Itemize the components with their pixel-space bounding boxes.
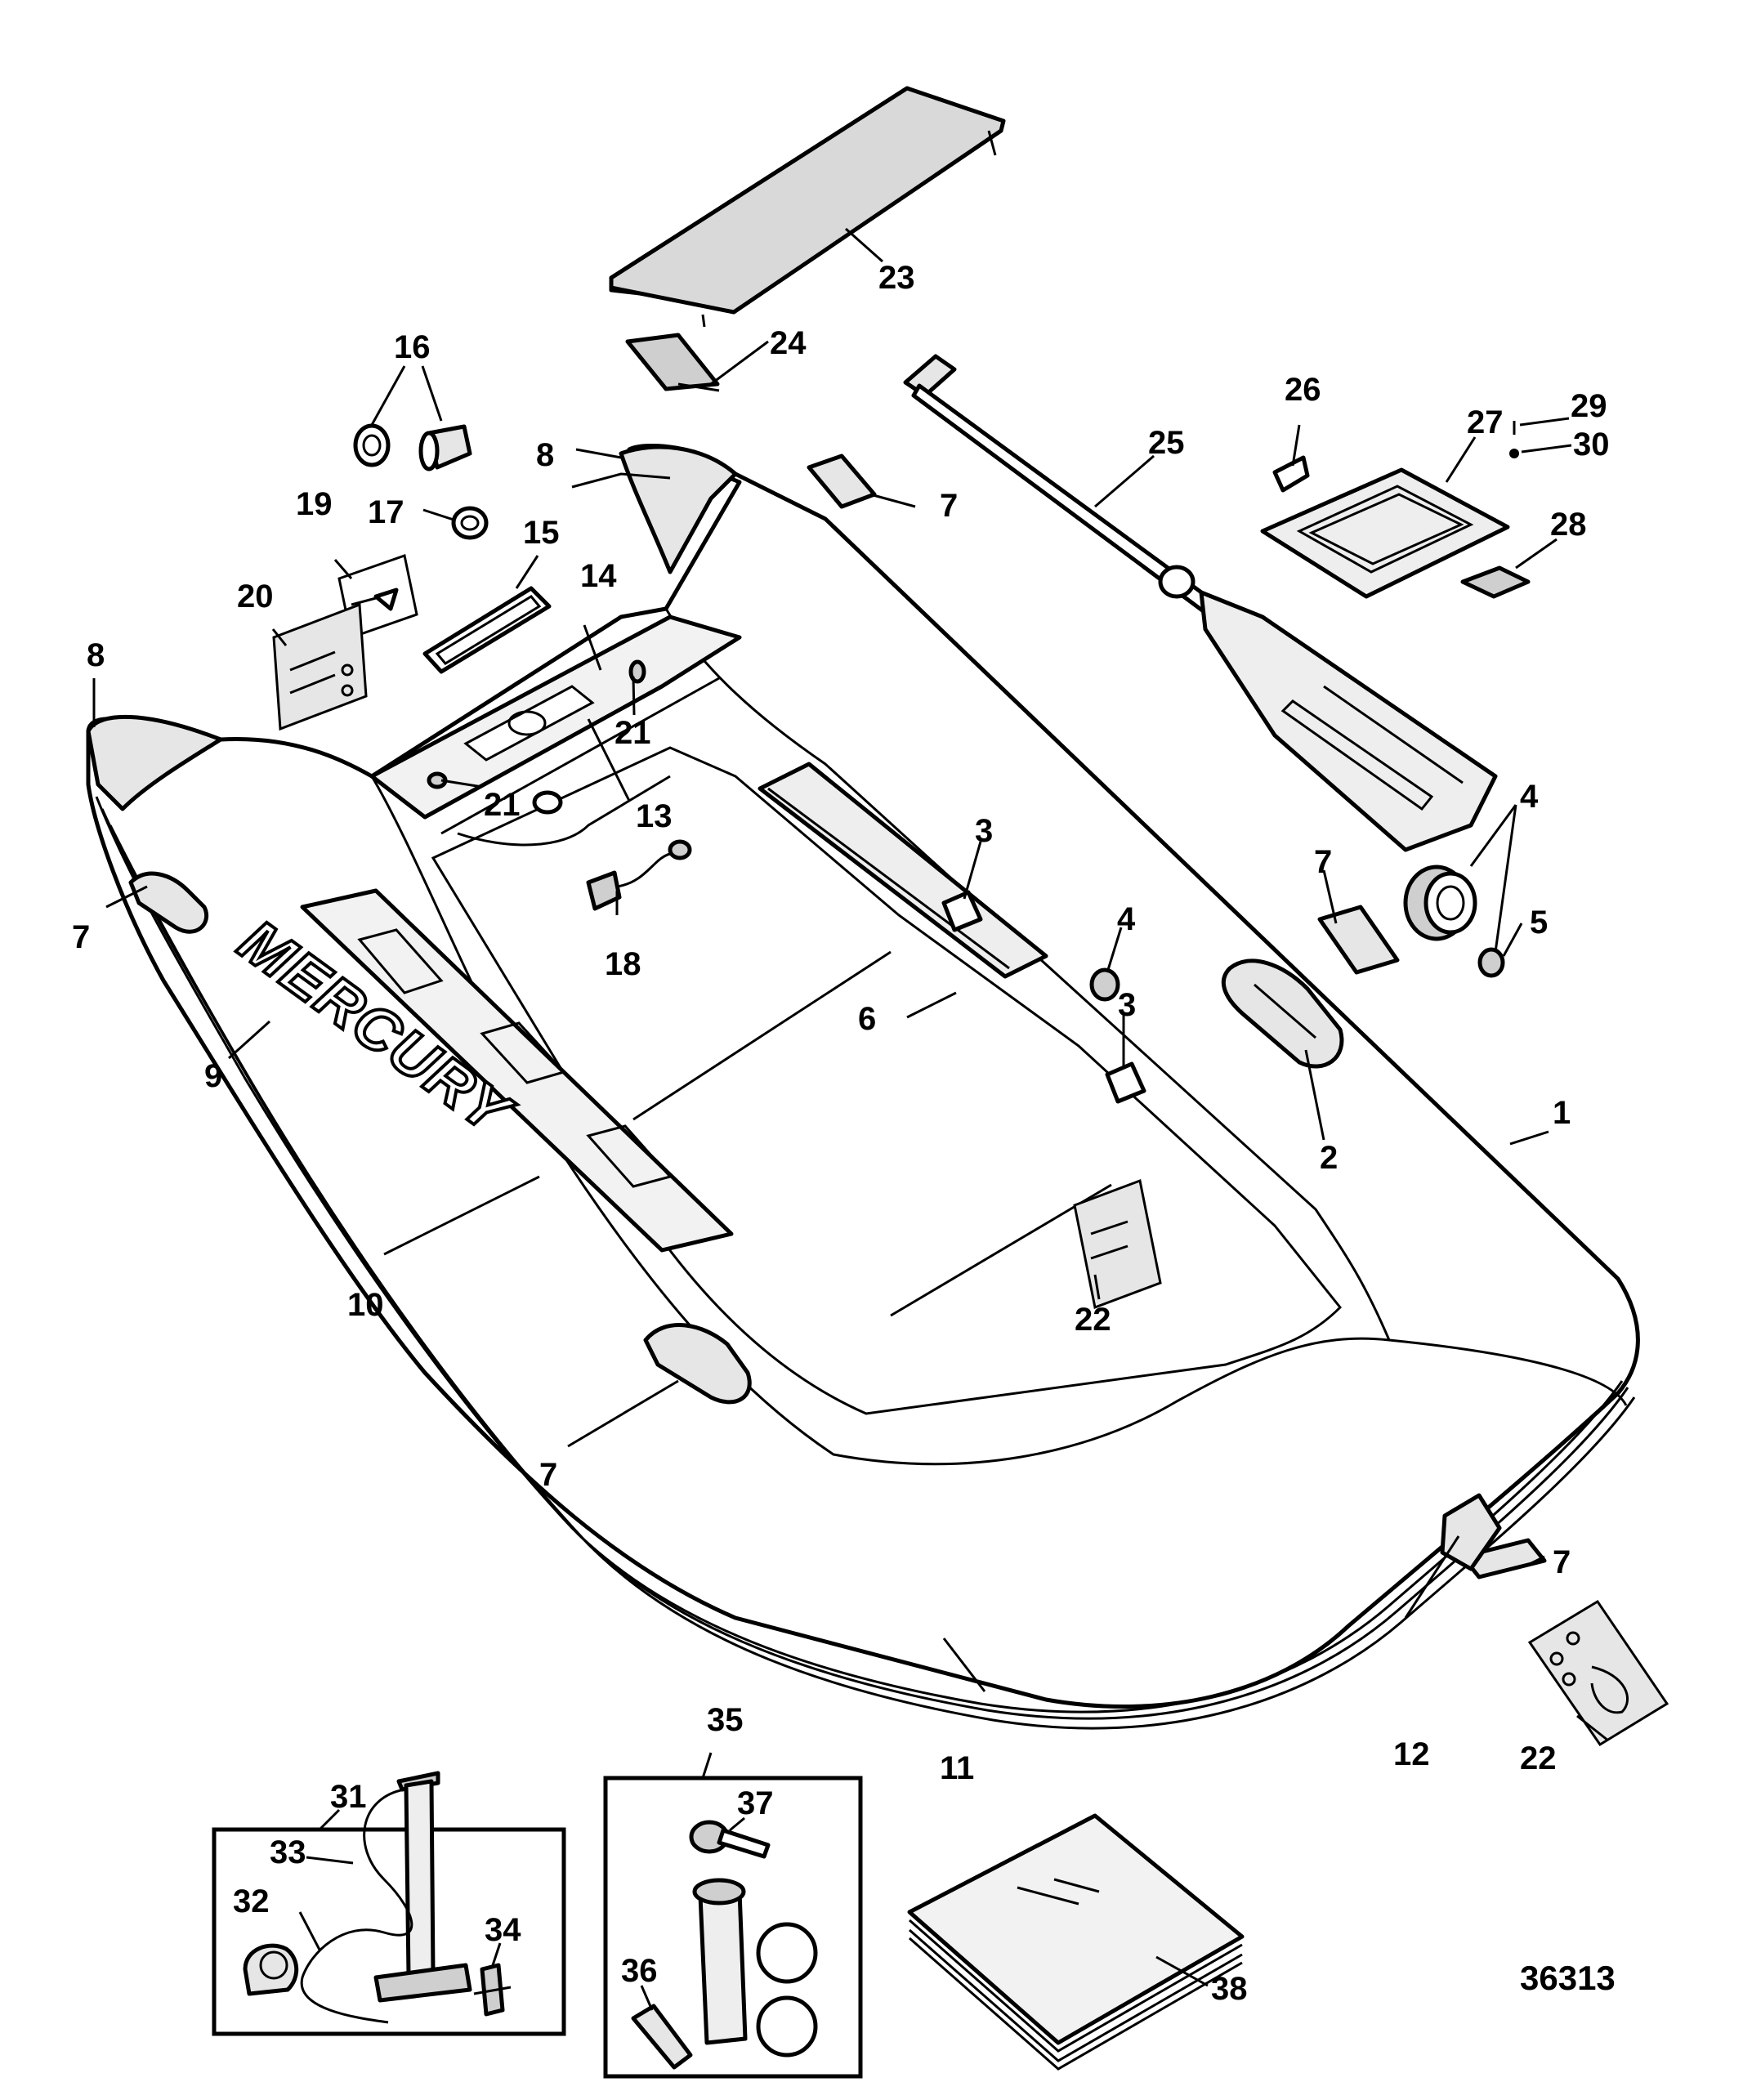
callout-32: 32 — [233, 1883, 270, 1919]
callout-34: 34 — [485, 1912, 521, 1948]
callout-5: 5 — [1530, 905, 1548, 941]
callout-35: 35 — [707, 1702, 744, 1738]
callout-1: 1 — [1553, 1095, 1571, 1131]
callout-24: 24 — [770, 325, 807, 361]
repair-kit-box — [603, 1776, 863, 2079]
boat-hull: MERCURY — [86, 443, 1640, 1730]
storage-bag-part — [907, 1813, 1245, 2071]
callout-3b: 3 — [1118, 987, 1136, 1023]
callout-11: 11 — [940, 1750, 974, 1786]
callout-2: 2 — [1320, 1140, 1338, 1176]
callout-29: 29 — [1571, 388, 1607, 424]
callout-7c: 7 — [72, 919, 90, 955]
callout-4a: 4 — [1117, 901, 1136, 937]
callout-10: 10 — [347, 1287, 384, 1323]
callout-16: 16 — [394, 329, 431, 365]
callout-20: 20 — [237, 579, 274, 614]
callout-22b: 22 — [1520, 1740, 1557, 1776]
callout-7d: 7 — [539, 1457, 557, 1493]
callout-6: 6 — [858, 1001, 876, 1037]
oar-part — [903, 354, 1498, 852]
callout-38: 38 — [1211, 1971, 1248, 2007]
callout-30: 30 — [1573, 427, 1610, 462]
callout-19: 19 — [296, 486, 333, 522]
callout-31: 31 — [330, 1779, 367, 1815]
callout-8a: 8 — [536, 437, 554, 473]
callout-26: 26 — [1285, 372, 1321, 408]
callout-3a: 3 — [975, 813, 993, 849]
seat-bench-part — [609, 86, 1006, 328]
callout-15: 15 — [523, 515, 560, 551]
callout-36: 36 — [621, 1953, 658, 1989]
callout-18: 18 — [605, 946, 641, 982]
callout-25: 25 — [1148, 425, 1185, 461]
drain-valve-assembly — [586, 839, 692, 911]
callout-37: 37 — [737, 1785, 774, 1821]
callout-21b: 21 — [615, 715, 651, 751]
tow-plate-part-b — [1527, 1599, 1669, 1747]
seat-bracket-part — [625, 333, 720, 392]
callout-labels: 1 2 3 3 4 4 5 6 7 7 7 7 7 8 8 9 10 11 12… — [72, 260, 1610, 2007]
callout-33: 33 — [270, 1834, 306, 1870]
valve-cap-part — [451, 506, 489, 540]
hatch-hardware — [1260, 421, 1531, 599]
callout-8b: 8 — [87, 637, 105, 673]
callout-4b: 4 — [1520, 779, 1539, 815]
figure-number: 36313 — [1520, 1959, 1616, 1997]
valve-parts — [353, 423, 472, 471]
callout-27: 27 — [1467, 404, 1504, 440]
callout-17: 17 — [368, 494, 404, 530]
tow-plate-part — [272, 602, 368, 731]
callout-7b: 7 — [1314, 844, 1332, 880]
callout-14: 14 — [580, 558, 617, 594]
callout-12: 12 — [1393, 1736, 1430, 1772]
callout-22a: 22 — [1075, 1302, 1111, 1338]
callout-7a: 7 — [940, 488, 958, 524]
pump-kit-box — [212, 1771, 566, 2036]
leader-lines — [92, 227, 1609, 2011]
inflation-valve-part — [1403, 865, 1505, 978]
callout-28: 28 — [1550, 507, 1587, 543]
callout-23: 23 — [878, 260, 915, 296]
transom-plate-part — [422, 586, 552, 674]
callout-7e: 7 — [1553, 1544, 1571, 1580]
callout-21a: 21 — [484, 787, 521, 823]
callout-13: 13 — [636, 798, 673, 834]
callout-9: 9 — [204, 1058, 222, 1094]
